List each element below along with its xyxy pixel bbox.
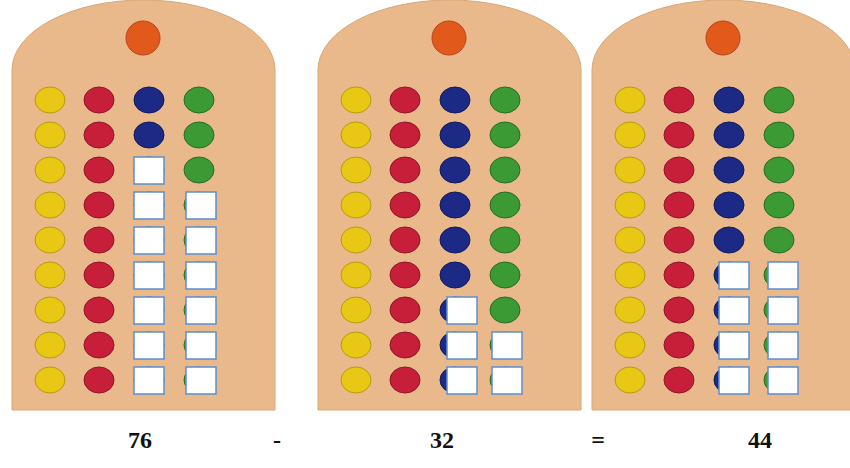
- cover-square: [134, 192, 164, 219]
- cover-square: [186, 227, 216, 254]
- cover-square: [719, 297, 749, 324]
- cover-square: [719, 367, 749, 394]
- equation-number: 32: [430, 426, 454, 455]
- cover-square: [719, 262, 749, 289]
- cover-square: [134, 297, 164, 324]
- cover-square: [186, 192, 216, 219]
- cover-square: [186, 262, 216, 289]
- cover-square: [768, 297, 798, 324]
- cover-square: [768, 332, 798, 359]
- cover-square: [134, 332, 164, 359]
- pegboard: [592, 0, 850, 410]
- cover-square: [447, 332, 477, 359]
- cover-square: [719, 332, 749, 359]
- cover-square: [768, 262, 798, 289]
- pegboard: [12, 0, 275, 410]
- cover-square: [186, 332, 216, 359]
- cover-square: [186, 297, 216, 324]
- cover-square: [134, 157, 164, 184]
- cover-square: [492, 332, 522, 359]
- equation-operator: -: [273, 426, 281, 455]
- pegboard: [318, 0, 581, 410]
- cover-square: [134, 227, 164, 254]
- cover-square: [186, 367, 216, 394]
- cover-squares: [134, 157, 798, 394]
- cover-square: [768, 367, 798, 394]
- cover-square: [447, 297, 477, 324]
- cover-square: [492, 367, 522, 394]
- equation-operator: =: [591, 426, 605, 455]
- cover-square: [134, 367, 164, 394]
- equation-number: 76: [128, 426, 152, 455]
- equation-number: 44: [748, 426, 772, 455]
- cover-square: [447, 367, 477, 394]
- cover-square: [134, 262, 164, 289]
